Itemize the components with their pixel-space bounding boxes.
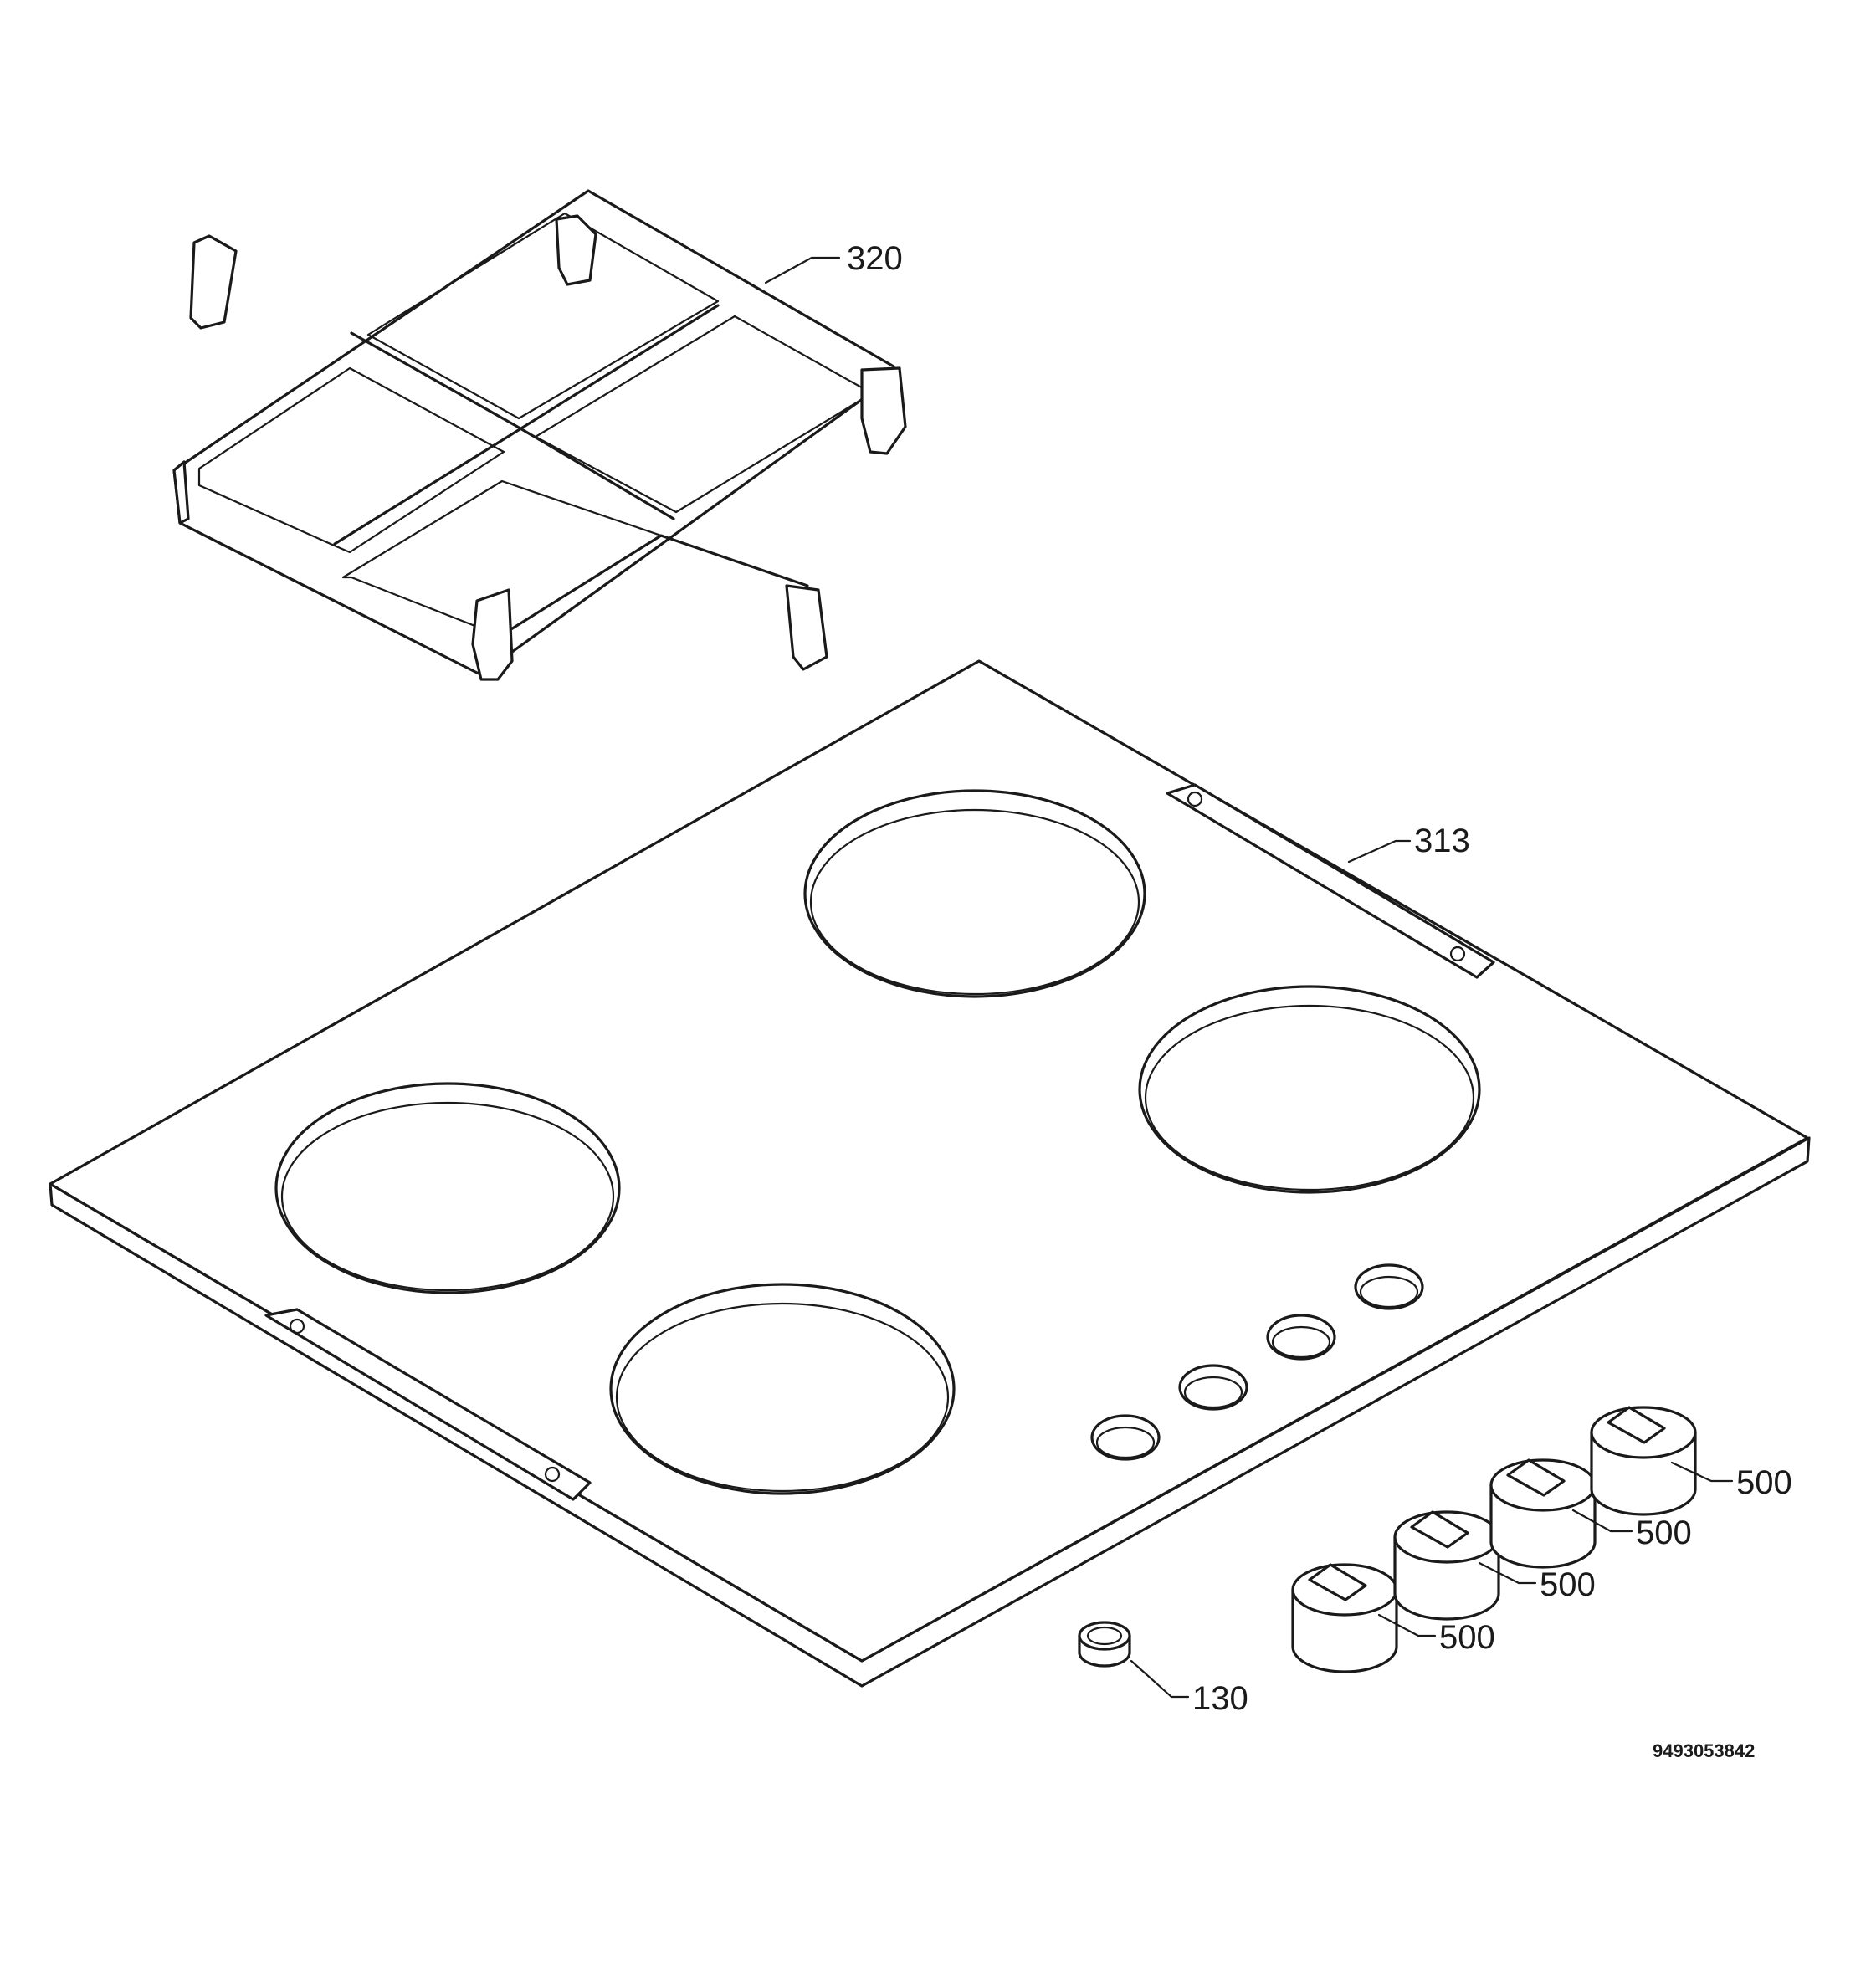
burner-opening-front [609, 1283, 956, 1495]
knob-holes [1090, 1263, 1424, 1461]
diagram-code: 9493053842 [1653, 1740, 1755, 1761]
control-knob-2 [1393, 1510, 1500, 1621]
callout-500-knob-3: 500 [1636, 1514, 1692, 1551]
leader-lines [764, 256, 1734, 1699]
burner-opening-rear-center [803, 789, 1146, 998]
spindle-seal [1078, 1621, 1131, 1668]
pan-support-grate [172, 189, 907, 681]
hob-top-plate [49, 659, 1811, 1688]
mounting-bracket-front [264, 1308, 592, 1501]
callout-320: 320 [847, 240, 903, 277]
control-knob-4 [1590, 1406, 1697, 1516]
burner-opening-left [274, 1082, 621, 1294]
callout-500-knob-1: 500 [1439, 1619, 1495, 1656]
callout-500-knob-4: 500 [1736, 1464, 1792, 1501]
burner-opening-right [1138, 985, 1481, 1194]
callout-130: 130 [1192, 1680, 1248, 1717]
control-knob-1 [1291, 1563, 1398, 1673]
callout-313: 313 [1414, 823, 1470, 859]
mounting-bracket-rear [1166, 783, 1495, 979]
control-knob-3 [1489, 1458, 1597, 1569]
callout-500-knob-2: 500 [1540, 1566, 1596, 1603]
